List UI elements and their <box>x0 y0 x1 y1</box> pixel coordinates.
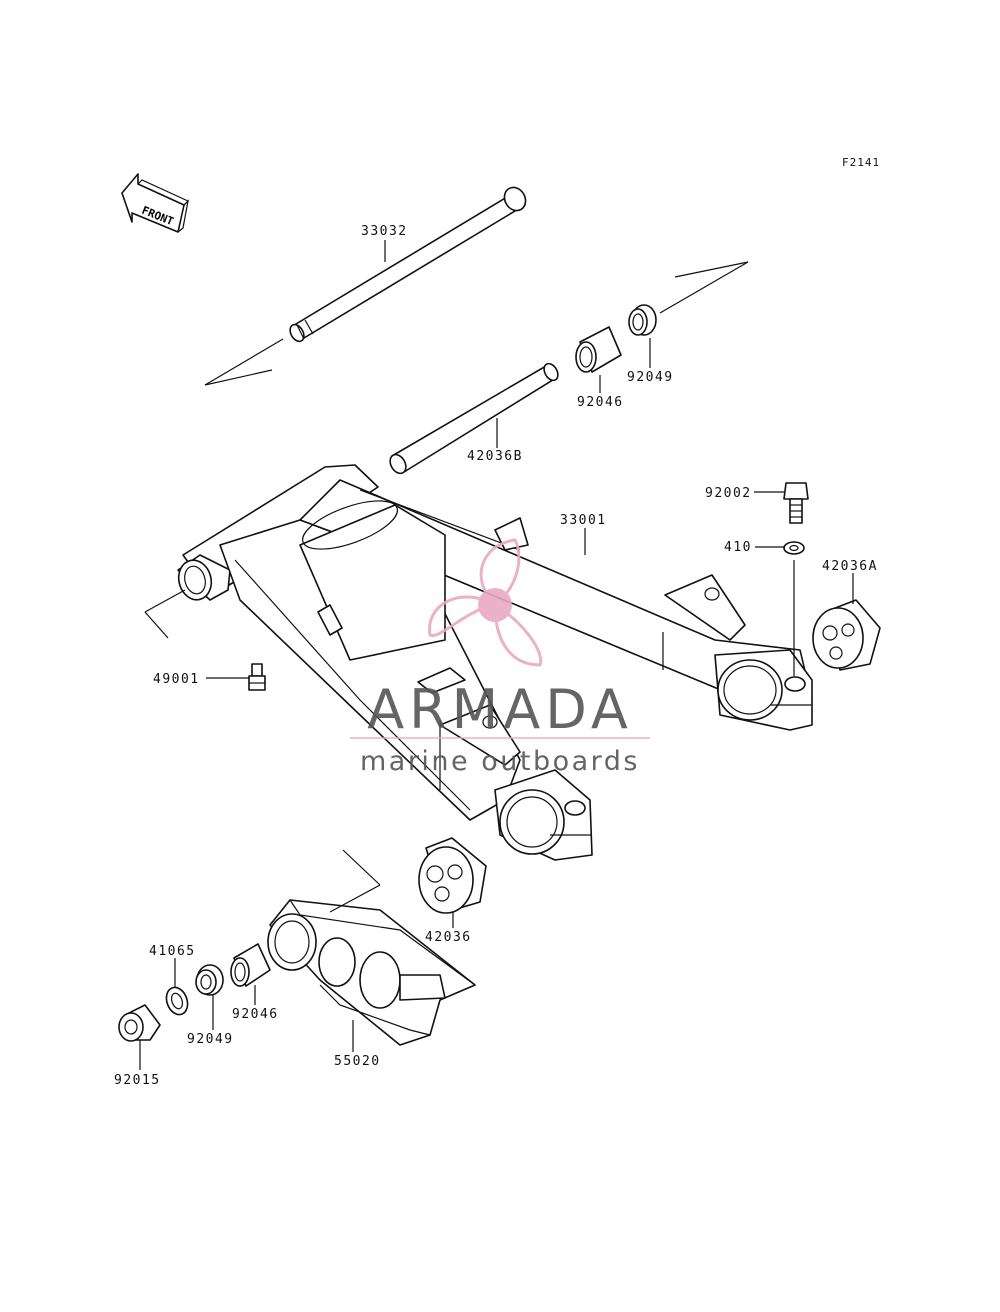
pivot-shaft <box>204 186 749 386</box>
figure-code: F2141 <box>842 156 880 169</box>
swingarm <box>144 464 813 861</box>
label-41065: 41065 <box>149 944 196 959</box>
label-33001: 33001 <box>560 513 607 528</box>
label-410: 410 <box>724 540 752 555</box>
label-33032: 33032 <box>361 224 408 239</box>
label-92002: 92002 <box>705 486 752 501</box>
propeller-logo-icon <box>428 538 543 667</box>
label-92049-lower: 92049 <box>187 1032 234 1047</box>
bushing-right <box>812 599 881 671</box>
chain-guide <box>267 849 476 1046</box>
label-55020: 55020 <box>334 1054 381 1069</box>
needle-bearing-lower <box>230 943 271 987</box>
label-92046-lower: 92046 <box>232 1007 279 1022</box>
label-92049-upper: 92049 <box>627 370 674 385</box>
bolt <box>783 482 809 524</box>
label-42036b: 42036B <box>467 449 523 464</box>
needle-bearing-upper <box>575 326 622 373</box>
watermark-brand: ARMADA <box>367 678 633 741</box>
label-42036a: 42036A <box>822 559 878 574</box>
seal-upper <box>628 304 657 336</box>
collar-upper <box>389 362 559 475</box>
leader-lines <box>139 240 854 1070</box>
label-92046-upper: 92046 <box>577 395 624 410</box>
washer-lower <box>165 986 189 1016</box>
label-92015: 92015 <box>114 1073 161 1088</box>
front-arrow-icon: FRONT <box>121 173 190 233</box>
part-labels: 33032 42036B 92046 92049 33001 92002 410… <box>114 224 878 1088</box>
washer <box>783 541 805 676</box>
watermark: ARMADA marine outboards <box>350 538 650 777</box>
collar-lower <box>118 1004 161 1042</box>
label-42036: 42036 <box>425 930 472 945</box>
watermark-tagline: marine outboards <box>360 746 640 777</box>
seal-lower <box>195 964 224 996</box>
bushing-lower <box>418 837 487 914</box>
grease-nipple <box>248 663 266 691</box>
label-49001: 49001 <box>153 672 200 687</box>
